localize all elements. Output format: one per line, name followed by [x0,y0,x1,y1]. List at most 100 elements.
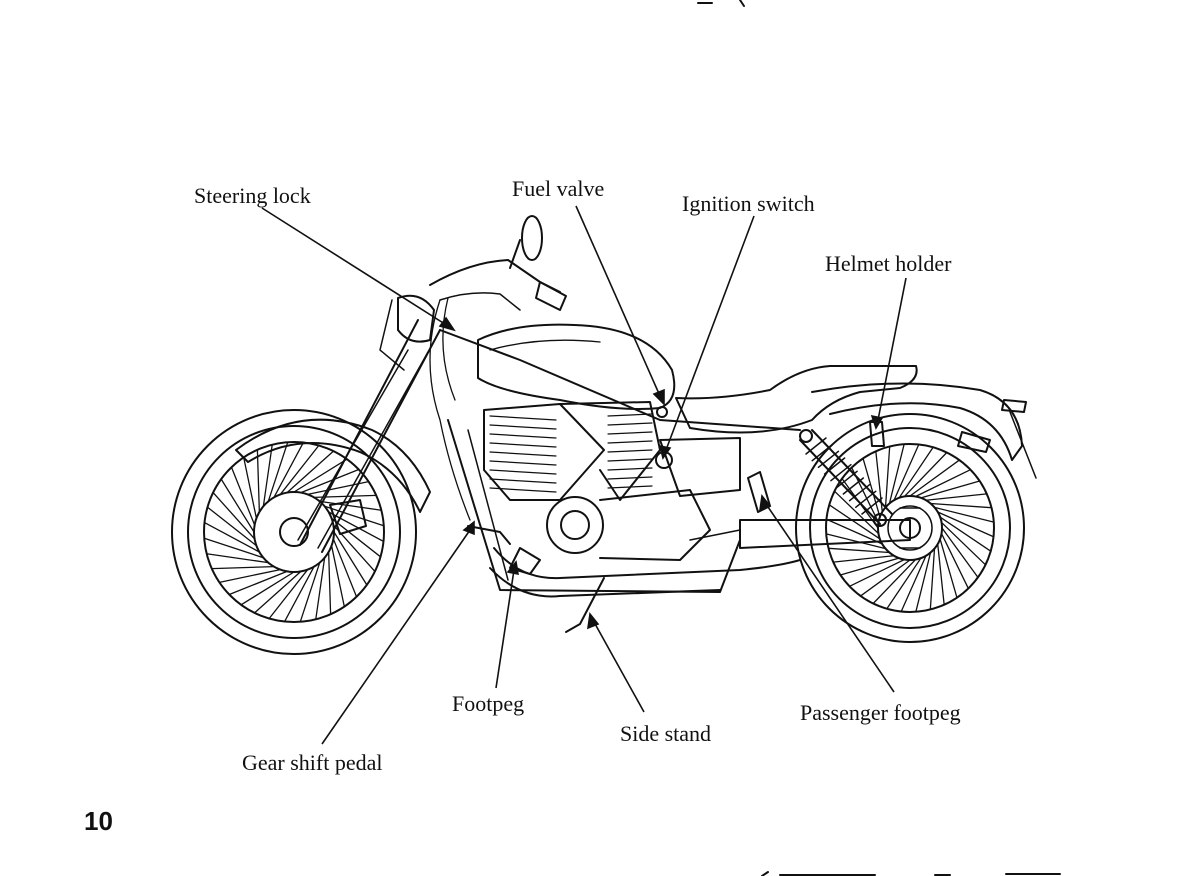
leader-ignition-switch [665,215,755,451]
wheel-spoke [940,521,987,566]
shock-coil [855,490,877,509]
wheel-spoke [218,568,281,583]
exhaust-upper [493,547,801,580]
label-ignition-switch: Ignition switch [682,191,815,216]
wheel-spoke [832,555,895,563]
engine-fin [607,485,653,489]
rear-turn-signal [957,431,991,453]
wheel-spoke [888,443,905,505]
leader-steering-lock [261,207,449,327]
wheel-spoke [203,537,265,559]
shock-coil [861,497,883,515]
wheel-spoke [330,517,382,558]
wheel-spoke [228,570,288,596]
wheel-spoke [862,457,881,518]
wheel-spoke [925,493,988,501]
label-fuel-valve: Fuel valve [512,176,605,201]
engine-fin [489,442,557,448]
wheel-spoke [300,468,360,494]
wheel-spoke [859,559,911,597]
engine-fin [489,433,557,439]
engine-fin [489,415,557,421]
wheel-spoke [884,445,891,509]
wheel-spoke [937,511,995,538]
wheel-spoke [914,468,972,498]
cable [429,299,471,521]
handlebar-grip [535,281,567,311]
engine-fin [607,458,653,462]
engine-fin [607,449,653,453]
wheel-spoke [825,533,887,550]
wheel-spoke [240,571,295,606]
wheel-spoke [327,511,385,543]
leader-lines [261,205,907,745]
wheel-spoke [256,449,261,513]
wheel-spoke [299,561,321,623]
seat [675,365,918,434]
leader-helmet-holder [877,277,907,421]
arrow-ignition-switch [658,444,672,460]
arrow-side-stand [587,612,600,630]
wheel-spoke [206,506,258,547]
wheel-spoke [872,558,917,605]
wheel-spoke [903,451,948,498]
page-number: 10 [84,806,113,836]
wheel-spoke [243,456,258,519]
wheel-spoke [327,551,332,615]
top-edge-marks [697,0,745,7]
wheel-spoke [900,555,927,613]
arrow-gear-shift-pedal [462,520,475,536]
label-side-stand: Side stand [620,721,712,746]
front-wheel [171,409,417,655]
fuel-tank [477,323,676,410]
wheel-spoke [833,490,880,535]
wheel-spoke [273,441,305,499]
mirror-stem [509,239,521,269]
wheel-spoke [211,565,275,570]
shock-coil [848,483,871,502]
fuel-valve-knob [656,406,668,418]
shock-coil [830,463,852,482]
wheel-spoke [332,538,358,598]
engine-fin [489,487,557,493]
shock-coil [823,457,846,475]
engine-cover [546,496,604,554]
rear-fender [811,382,1023,461]
wheel-spoke [333,531,368,586]
passenger-footpeg [747,471,771,513]
wheel-spoke [315,557,326,620]
wheel-spoke [825,518,883,545]
label-passenger-footpeg: Passenger footpeg [800,700,961,725]
leader-passenger-footpeg [765,503,895,693]
wheel-spoke [929,502,993,509]
leader-footpeg [495,569,515,689]
front-fork-tube [297,349,429,549]
wheel-spoke [940,532,970,590]
engine-fin [607,440,653,444]
wheel-spoke [848,558,906,588]
arrow-helmet-holder [870,414,884,430]
wheel-spoke [267,441,289,503]
arrow-passenger-footpeg [759,494,772,512]
front-fender [235,418,431,513]
wheel-spoke [939,538,958,599]
wheel-spoke [293,458,348,493]
wheel-spoke [230,466,256,526]
shock-coil [805,437,827,455]
shock-coil [811,443,833,462]
side-stand [565,577,605,633]
wheel-spoke [212,491,256,540]
wheel-spoke [262,444,273,507]
wheel-spoke [253,570,302,614]
wheel-spoke [330,545,345,608]
engine [483,401,741,561]
wheel-spoke [319,500,382,511]
shock-coil [836,470,858,489]
wheel-spoke [915,551,932,613]
frame-down [447,419,741,593]
footpeg-rider [467,525,541,575]
shock-coil [842,477,865,495]
wheel-spoke [203,521,261,553]
wheel-spoke [283,565,315,623]
